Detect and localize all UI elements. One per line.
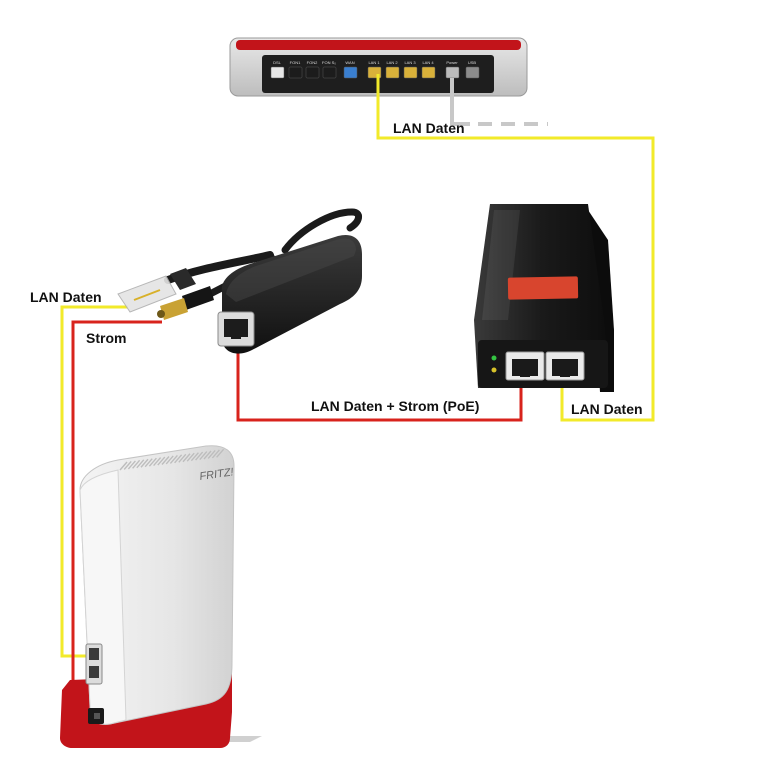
splitter-port bbox=[217, 311, 255, 347]
router-port bbox=[288, 66, 303, 79]
router-port-label: USB bbox=[468, 60, 477, 65]
router-port bbox=[421, 66, 436, 79]
vent-slat bbox=[178, 453, 187, 463]
vent-slat bbox=[186, 452, 195, 462]
router-port-label: LAN 3 bbox=[404, 60, 416, 65]
injector-label-sticker bbox=[507, 276, 579, 300]
splitter-cable-upper bbox=[281, 208, 362, 254]
router-port-row: DSL FON1 FON2 FON S₀ WAN LAN 1 LAN 2 LAN 3 LAN 4… bbox=[270, 60, 480, 79]
router-port bbox=[322, 66, 337, 79]
label-lan-injector: LAN Daten bbox=[571, 401, 643, 417]
dc-plug bbox=[157, 286, 214, 320]
vent-slat bbox=[123, 460, 132, 470]
router-port bbox=[465, 66, 480, 79]
vent-slat bbox=[127, 460, 136, 470]
label-strom: Strom bbox=[86, 330, 126, 346]
vent-slat bbox=[144, 458, 153, 468]
vent-slat bbox=[203, 450, 212, 460]
rj45-plug bbox=[117, 268, 196, 313]
router-port-label: WAN bbox=[345, 60, 354, 65]
vent-slat bbox=[148, 457, 157, 467]
repeater-vents bbox=[119, 448, 225, 471]
cable-lan-to-repeater bbox=[60, 305, 128, 658]
vent-slat bbox=[182, 453, 191, 463]
labels: LAN Daten LAN Daten Strom LAN Daten + St… bbox=[30, 120, 643, 417]
router-port-label: DSL bbox=[273, 60, 282, 65]
router-port bbox=[343, 66, 358, 79]
injector-port-data-power bbox=[505, 351, 545, 381]
injector-led-green bbox=[491, 355, 497, 361]
label-lan-repeater: LAN Daten bbox=[30, 289, 102, 305]
router-port bbox=[305, 66, 320, 79]
vent-slat bbox=[140, 458, 149, 468]
vent-slat bbox=[207, 449, 216, 459]
vent-slat bbox=[216, 448, 225, 458]
splitter-body bbox=[221, 234, 362, 354]
splitter-top-face bbox=[226, 238, 356, 302]
repeater: FRITZ! bbox=[60, 445, 262, 748]
label-lan-router: LAN Daten bbox=[393, 120, 465, 136]
vent-slat bbox=[195, 451, 204, 461]
router: DSL FON1 FON2 FON S₀ WAN LAN 1 LAN 2 LAN 3 LAN 4… bbox=[229, 37, 528, 97]
cable-router-to-injector bbox=[376, 74, 655, 422]
vent-slat bbox=[136, 459, 145, 469]
router-port-label: Power bbox=[446, 60, 458, 65]
router-port-label: LAN 4 bbox=[422, 60, 434, 65]
vent-slat bbox=[211, 449, 220, 459]
repeater-brand-logo: FRITZ! bbox=[199, 466, 235, 483]
label-poe: LAN Daten + Strom (PoE) bbox=[311, 398, 479, 414]
cable-poe bbox=[236, 340, 523, 422]
router-port bbox=[445, 66, 460, 79]
repeater-lan-ports bbox=[85, 643, 103, 685]
router-port bbox=[270, 66, 285, 79]
vent-slat bbox=[153, 457, 162, 467]
vent-slat bbox=[132, 459, 141, 469]
injector-led-yellow bbox=[491, 367, 497, 373]
router-port-label: FON S₀ bbox=[322, 60, 336, 65]
vent-slat bbox=[119, 461, 128, 471]
repeater-power-port bbox=[88, 708, 104, 724]
router-port-label: LAN 2 bbox=[386, 60, 398, 65]
router-power-cable bbox=[450, 78, 470, 126]
router-port bbox=[385, 66, 400, 79]
vent-slat bbox=[157, 456, 166, 466]
router-port bbox=[403, 66, 418, 79]
router-port-label: FON2 bbox=[307, 60, 318, 65]
vent-slat bbox=[169, 454, 178, 464]
vent-slat bbox=[161, 456, 170, 465]
poe-splitter bbox=[117, 208, 362, 354]
vent-slat bbox=[174, 454, 183, 464]
router-port-label: LAN 1 bbox=[368, 60, 380, 65]
vent-slat bbox=[190, 452, 199, 462]
injector-port-data bbox=[545, 351, 585, 381]
vent-slat bbox=[165, 455, 174, 465]
vent-slat bbox=[199, 451, 208, 461]
poe-injector bbox=[474, 204, 614, 392]
router-red-stripe bbox=[236, 40, 521, 50]
cables bbox=[60, 74, 655, 720]
router-port-label: FON1 bbox=[290, 60, 301, 65]
